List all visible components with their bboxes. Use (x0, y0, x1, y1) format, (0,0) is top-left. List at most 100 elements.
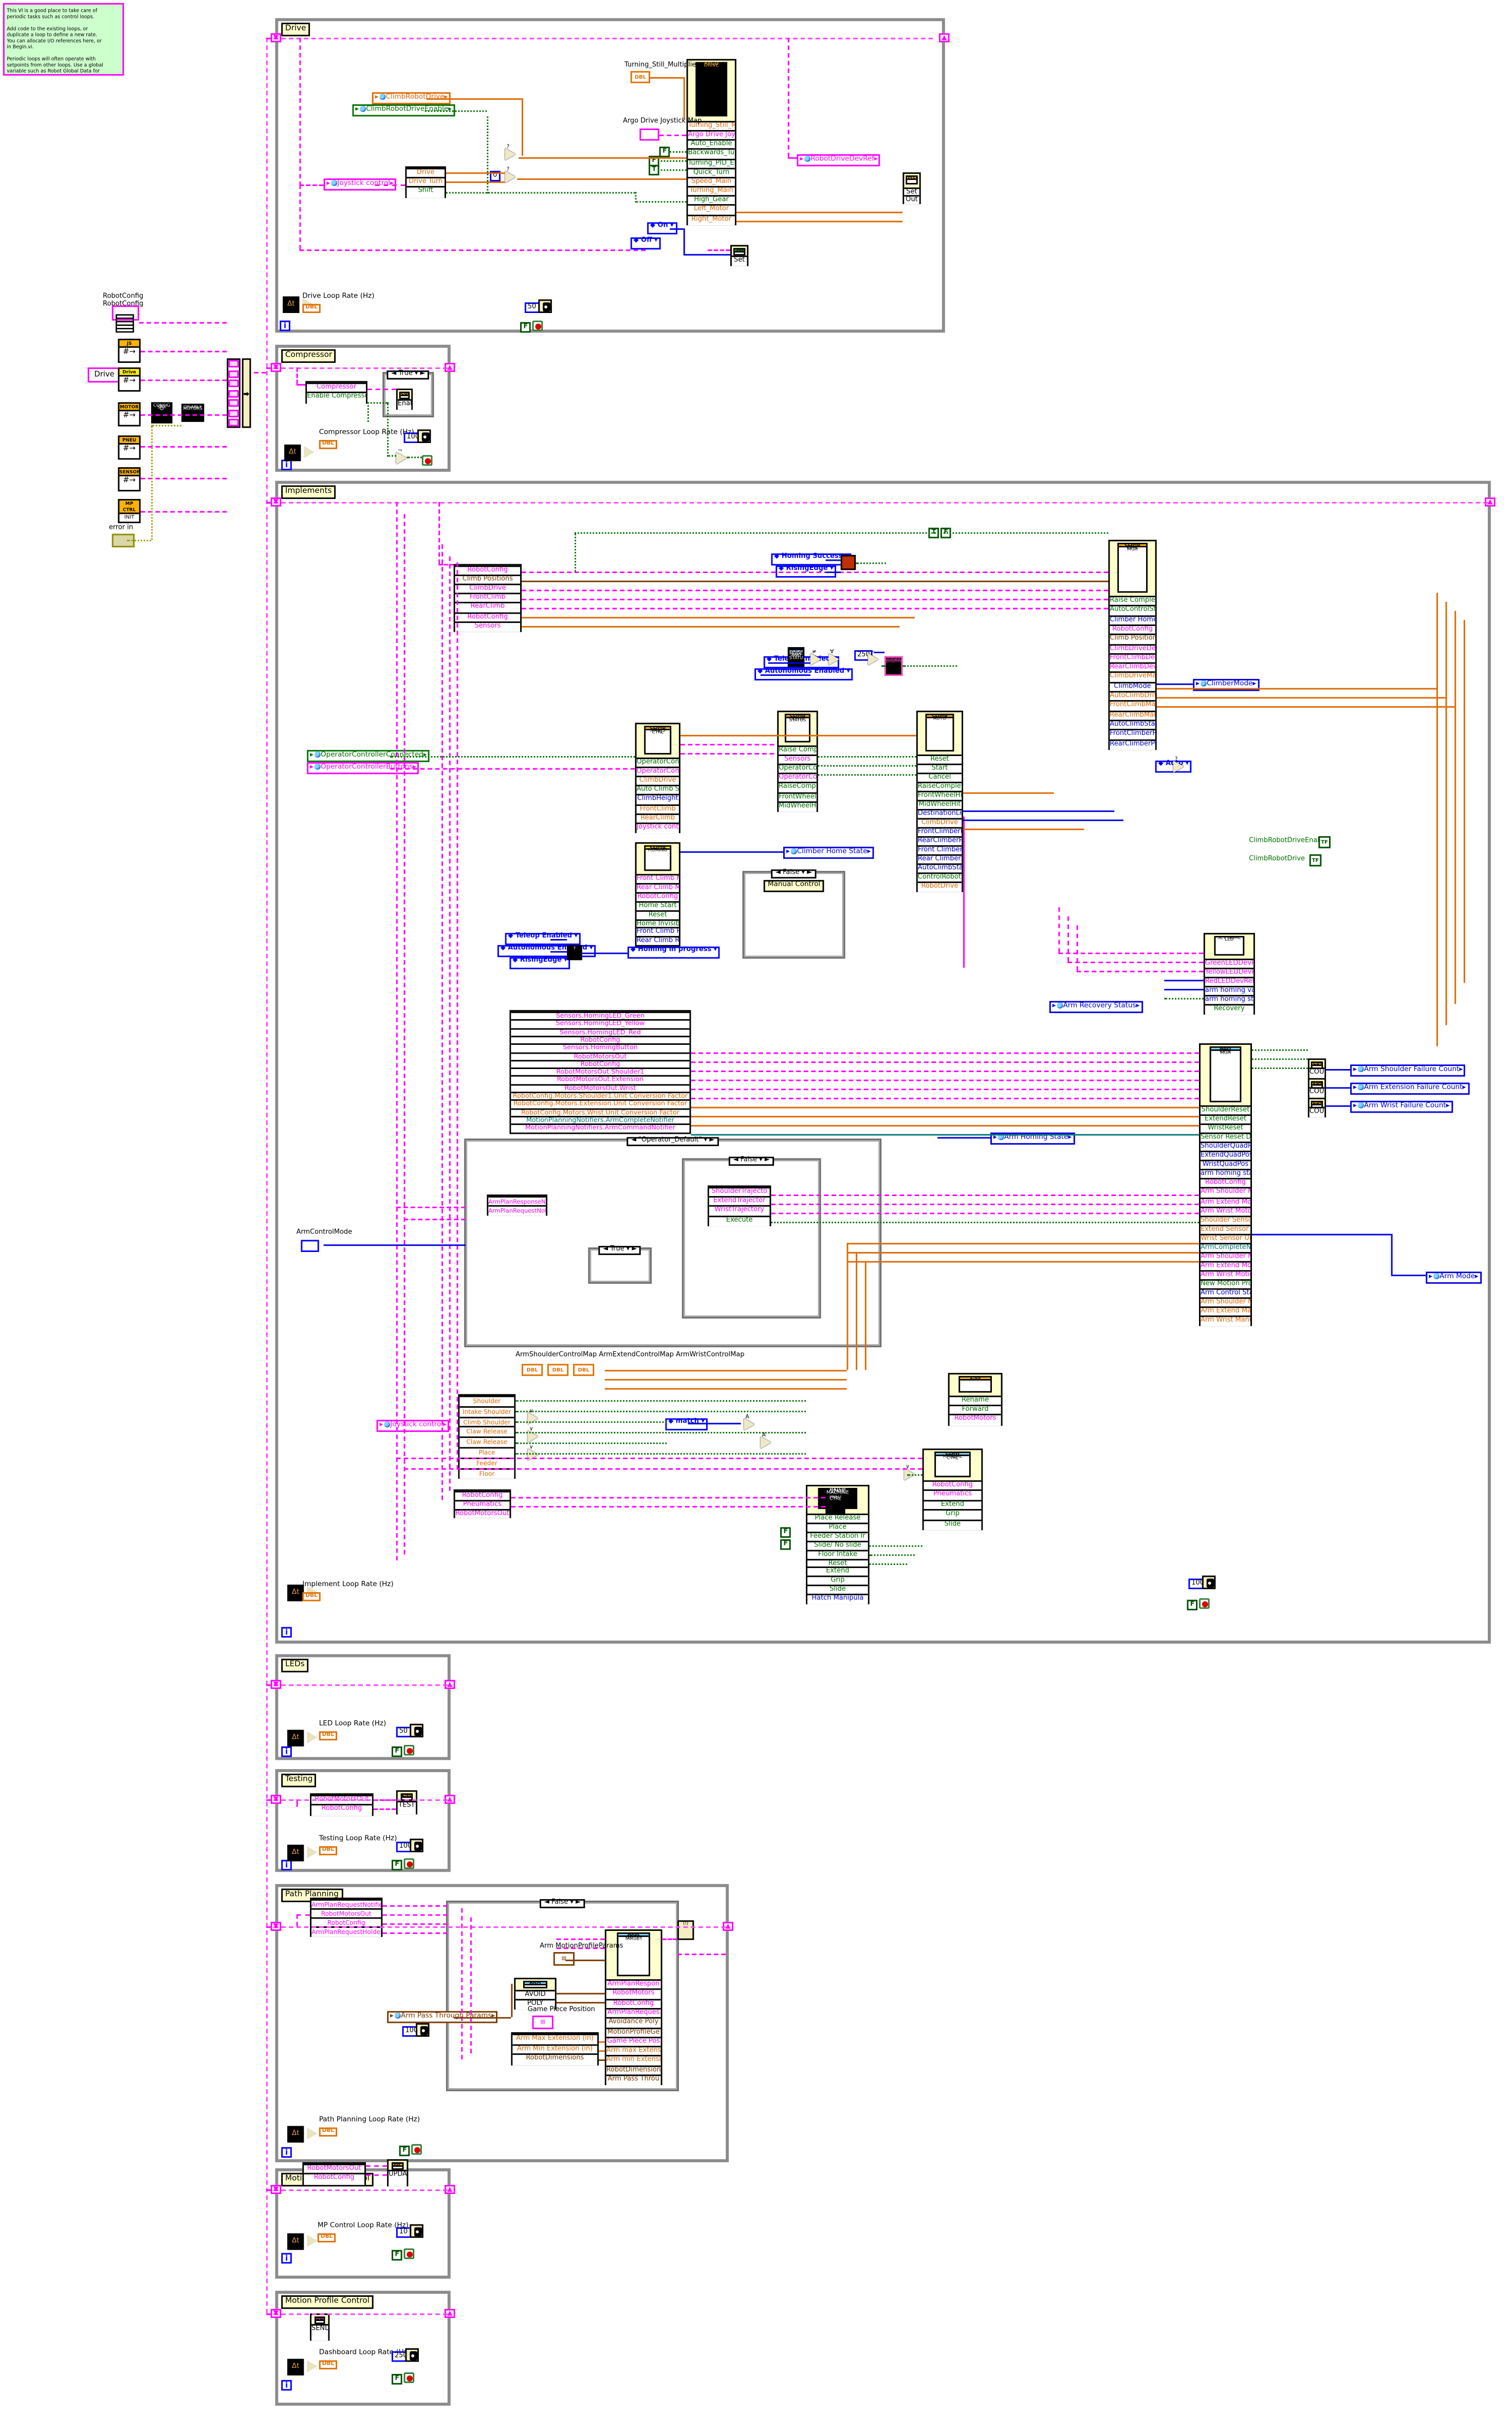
joystick-control-drive[interactable]: ▸Joystick control▸ (323, 178, 397, 191)
delta-t-vi[interactable]: Δt (287, 2359, 304, 2376)
delta-t-vi[interactable]: Δt (287, 1585, 304, 1601)
solenoid-set[interactable]: Set (730, 245, 749, 266)
trajectory-false-case[interactable]: ◄ False ▾ ► (681, 1156, 821, 1319)
map-const-3[interactable]: DBL (573, 1364, 595, 1376)
shift-register-right[interactable]: ▲ (444, 1795, 455, 1804)
disable-motors[interactable]: DISABLE MOTORS (181, 403, 205, 422)
gp-unbundle[interactable]: Arm Max Extension (in)Arm Min Extension … (511, 2032, 599, 2066)
manual-control-case-selector[interactable]: ◄ False ▾ ► (771, 869, 817, 879)
on-ring[interactable]: ◆ On ▾ (647, 222, 677, 234)
stop-false-constant[interactable]: F (391, 2250, 403, 2261)
wait-ms-constant[interactable]: 50 (396, 1726, 411, 1738)
climb-manjs-ctrl[interactable]: OperatorControOperatorControClimbDriveAu… (635, 723, 680, 833)
map-const-1[interactable]: DBL (521, 1364, 543, 1376)
floor-intake-false[interactable]: F (780, 1527, 791, 1538)
wait-clock-icon[interactable] (416, 2023, 430, 2037)
alert-vi[interactable]: (!) (677, 1920, 694, 1940)
loop-stop-button[interactable] (532, 320, 543, 332)
delta-t-vi[interactable]: Δt (287, 1729, 304, 1747)
climb-auto[interactable]: ResetStartCancelRaiseCompleteFrontWheelH… (916, 710, 964, 892)
wait-clock-icon[interactable] (410, 1723, 423, 1738)
loop-rate-indicator[interactable]: DBL (319, 440, 338, 450)
true-mini-case[interactable]: ◄ True ▾ ► (588, 1245, 652, 1284)
loop-rate-indicator[interactable]: DBL (319, 2360, 338, 2370)
timed-bounce[interactable]: Timed Bounce (884, 656, 903, 676)
reset-false[interactable]: F (780, 1539, 791, 1550)
climber-mode[interactable]: ▸ClimberMode▸ (1193, 678, 1260, 692)
init-vi-pneu[interactable]: PNEU#→ (118, 435, 141, 460)
stop-false-constant[interactable]: F (399, 2145, 411, 2157)
arm-control-mode-const[interactable] (301, 1240, 319, 1252)
loop-stop-button[interactable] (421, 455, 433, 466)
turning-still-const[interactable]: DBL (630, 71, 651, 83)
compressor-true-case-selector[interactable]: ◄ True ▾ ► (386, 370, 430, 380)
init-vi-sensor[interactable]: SENSOR#→ (118, 467, 141, 492)
delta-t-vi[interactable]: Δt (283, 296, 300, 313)
arm-recovery-status[interactable]: ▸Arm Recovery Status▸ (1049, 1001, 1143, 1014)
config-srx[interactable]: CONFIG SRX ☺ (151, 402, 173, 424)
rising-edge-ring-2[interactable]: ◆ RisingEdge ▾ (509, 957, 570, 969)
loop-rate-indicator[interactable]: DBL (302, 1592, 321, 1602)
arm-wrist-failure-count[interactable]: ▸Arm Wrist Failure Count▸ (1350, 1100, 1453, 1114)
off-ring[interactable]: ◆ Off ▾ (630, 237, 661, 249)
wait-ms-constant[interactable]: 10 (396, 2227, 411, 2239)
stop-false-constant[interactable]: F (391, 2373, 403, 2385)
tf-ind-2[interactable]: TF (1309, 854, 1322, 867)
delta-t-vi[interactable]: Δt (284, 444, 301, 462)
init-vi-motor[interactable]: MOTOR#→ (118, 402, 141, 427)
stop-false-constant[interactable]: F (520, 322, 531, 333)
pneu-ctrl[interactable]: PNEU CTRL (825, 1494, 845, 1514)
mp-params-const[interactable]: ▤ (553, 1952, 575, 1966)
shift-register-right[interactable]: ▲ (444, 363, 455, 372)
compressor-enable[interactable]: Enabled (396, 389, 413, 410)
set-home-led[interactable]: GreenLEDDevReYellowLEDDevReRedLEDDevRefa… (1203, 933, 1255, 1015)
climb-ctrl-mgr[interactable]: Raise CompleteAutoControlStarClimber Hom… (1108, 540, 1157, 750)
autonomous-enabled-ring-1[interactable]: ◆ Autonomous Enabled ▾ (754, 668, 853, 680)
match-ring[interactable]: ◆ match ▾ (665, 1418, 708, 1430)
loop-rate-indicator[interactable]: DBL (319, 1846, 338, 1856)
argo-map-const[interactable] (639, 128, 659, 141)
homing-in-progress[interactable]: ◆ Homing in progress ▾ (627, 946, 720, 959)
climb-sense-status[interactable]: Raise CompSensorsOperatorConOperatorConR… (777, 710, 818, 812)
init-vi-js[interactable]: JS#→ (118, 339, 141, 363)
wait-clock-icon[interactable] (410, 2224, 423, 2238)
init-vi-drive[interactable]: Drive#→ (118, 367, 141, 392)
drvrstn-mode-status[interactable]: DrvrStnMODE AND STATUS (787, 647, 805, 667)
shift-register-right[interactable]: ▲ (938, 33, 950, 43)
loop-stop-button[interactable] (403, 2372, 415, 2383)
mp-update-buffer[interactable]: UPDATE BUFFER (387, 2159, 409, 2187)
loop-stop-button[interactable] (1199, 1598, 1210, 1609)
loop-stop-button[interactable] (403, 2248, 415, 2259)
wait-clock-icon[interactable] (410, 1838, 423, 1852)
tf-ind-1[interactable]: TF (1318, 836, 1331, 849)
stop-false-constant[interactable]: F (391, 1859, 403, 1871)
pp-false-case-selector[interactable]: ◄ False ▾ ► (540, 1899, 585, 1909)
delta-t-vi[interactable]: Δt (287, 2233, 304, 2250)
armplan-notifiers[interactable]: ArmPlanResponseNotifiArmPlanRequestNotif… (487, 1194, 548, 1216)
encoder-test[interactable]: TEST (396, 1790, 417, 1815)
operator-default-case-selector[interactable]: ◄ "Operator_Default" ▾ ► (626, 1136, 720, 1147)
shift-register-right[interactable]: ▲ (444, 2185, 455, 2194)
wait-clock-icon[interactable] (405, 2348, 419, 2362)
delta-t-vi[interactable]: Δt (287, 2126, 304, 2143)
stop-false-constant[interactable]: F (1187, 1599, 1198, 1611)
loop-stop-button[interactable] (403, 1745, 415, 1756)
loop-stop-button[interactable] (403, 1858, 415, 1869)
robot-drive-dev-ref[interactable]: ▸RobotDriveDevRef▸ (797, 154, 881, 167)
stop-false-constant[interactable]: F (391, 1746, 403, 1757)
joystick-control-arm[interactable]: ▸Joystick control▸ (376, 1420, 450, 1433)
